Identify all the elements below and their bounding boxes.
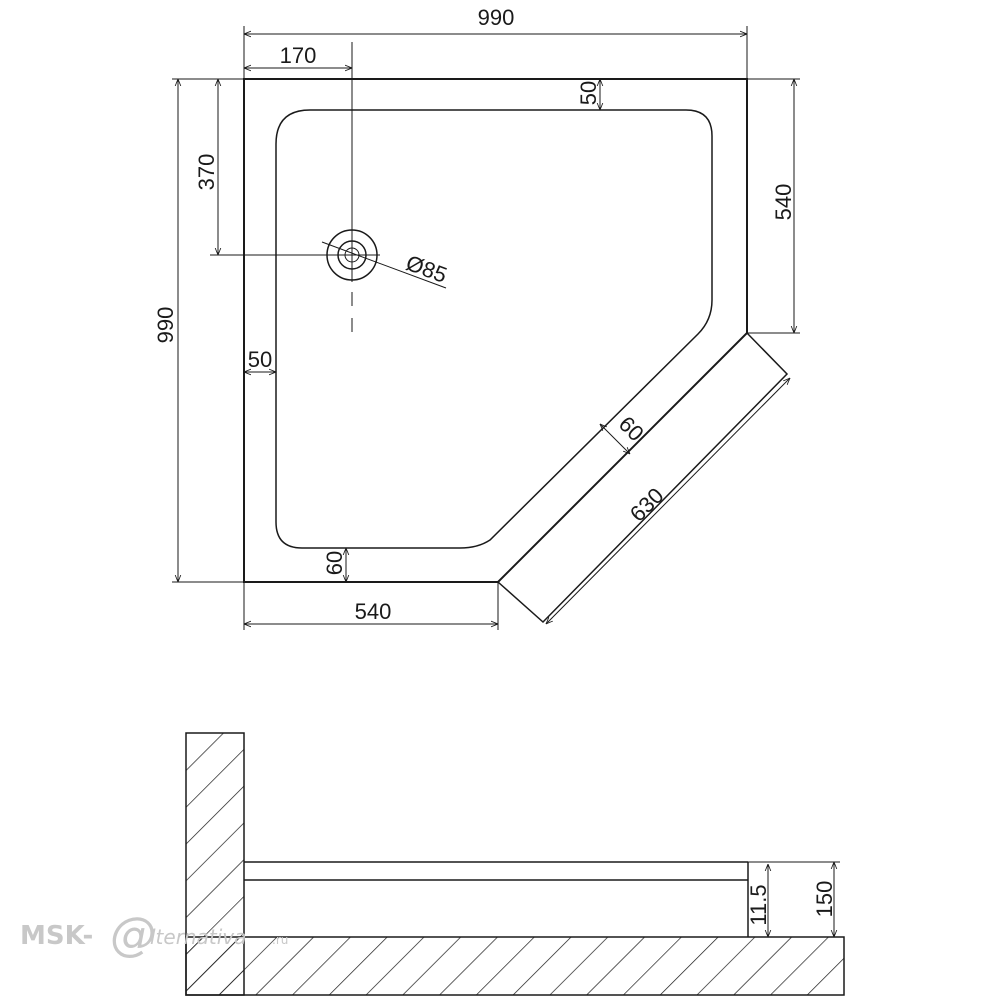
dim-label-height: 150 xyxy=(812,881,837,918)
drain xyxy=(210,42,447,332)
dim-side-right: 540 xyxy=(747,78,800,334)
dim-label-rim-top: 50 xyxy=(576,81,601,105)
dim-drain-x: 170 xyxy=(244,43,352,68)
watermark-prefix: MSK- xyxy=(20,921,93,951)
dim-rim-top: 50 xyxy=(576,79,601,110)
dim-label-overall-width: 990 xyxy=(478,5,515,30)
dim-overall-width: 990 xyxy=(243,5,748,79)
dim-label-side-bottom: 540 xyxy=(355,599,392,624)
watermark-tld: .ru xyxy=(272,933,288,947)
watermark-symbol: @ xyxy=(110,907,156,961)
dim-label-drain-diameter: Ø85 xyxy=(403,250,451,288)
basin-outline xyxy=(275,109,713,549)
dim-label-drain-x: 170 xyxy=(280,43,317,68)
dim-diagonal: 630 xyxy=(546,378,790,624)
dim-height: 150 xyxy=(748,861,840,937)
dim-label-rim-bottom: 60 xyxy=(322,551,347,575)
dim-tray-thickness: 11.5 xyxy=(746,864,771,937)
watermark-suffix: lternativa xyxy=(150,925,246,949)
dim-overall-depth: 990 xyxy=(153,78,244,583)
drain-diameter-leader xyxy=(321,241,447,289)
dim-drain-y: 370 xyxy=(194,79,219,255)
dim-rim-left: 50 xyxy=(244,347,276,372)
apron-panel xyxy=(497,332,789,624)
dim-label-rim-left: 50 xyxy=(248,347,272,372)
floor-hatch xyxy=(185,936,845,996)
dim-rim-diagonal: 60 xyxy=(600,411,649,454)
dim-label-tray-thickness: 11.5 xyxy=(746,884,771,925)
dim-rim-bottom: 60 xyxy=(322,548,347,582)
dim-label-diagonal: 630 xyxy=(625,483,669,527)
tray-outline xyxy=(243,78,748,583)
watermark: MSK- @ lternativa .ru xyxy=(20,907,288,961)
plan-view: 990 170 990 370 50 50 xyxy=(153,5,800,630)
dim-label-overall-depth: 990 xyxy=(153,307,178,344)
dim-side-bottom: 540 xyxy=(243,582,499,630)
dim-label-side-right: 540 xyxy=(771,184,796,221)
dim-label-drain-y: 370 xyxy=(194,154,219,191)
section-view: 11.5 150 xyxy=(185,732,845,996)
dim-label-rim-diagonal: 60 xyxy=(614,411,649,446)
